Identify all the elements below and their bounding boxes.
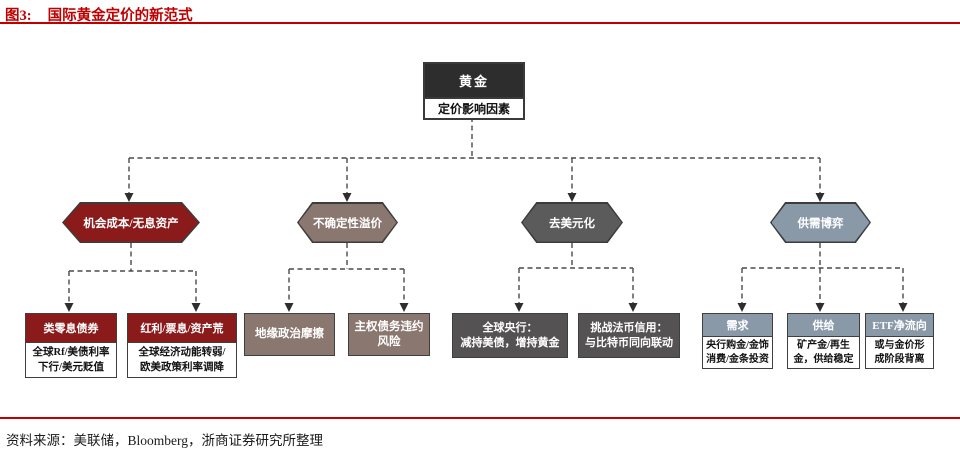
node-gold-root: 黄金 定价影响因素 (423, 62, 525, 120)
branch-dedollarization: 去美元化 (521, 202, 623, 243)
node-header: ETF净流向 (866, 314, 933, 337)
title-divider (0, 22, 960, 24)
branch-label: 去美元化 (522, 203, 622, 242)
node-zero-coupon-bond: 类零息债券 全球Rf/美债利率 下行/美元贬值 (25, 313, 117, 378)
branch-label: 供需博弈 (771, 203, 870, 242)
root-subtitle: 定价影响因素 (425, 97, 523, 118)
node-dividend-coupon-asset-shortage: 红利/票息/资产荒 全球经济动能转弱/ 欧美政策利率调降 (127, 313, 237, 378)
figure-title-text: 国际黄金定价的新范式 (47, 8, 193, 24)
node-body: 矿产金/再生 金，供给稳定 (793, 339, 854, 365)
figure-label: 图3: (5, 8, 32, 24)
branch-uncertainty-premium: 不确定性溢价 (297, 202, 398, 243)
figure-title: 图3: 国际黄金定价的新范式 (5, 4, 193, 25)
node-header: 需求 (703, 314, 772, 337)
node-body: 全球经济动能转弱/ 欧美政策利率调降 (138, 347, 226, 373)
branch-label: 不确定性溢价 (298, 203, 397, 242)
branch-opportunity-cost: 机会成本/无息资产 (62, 202, 200, 243)
node-body: 或与金价形 成阶段背离 (874, 339, 925, 365)
branch-supply-demand-game: 供需博弈 (770, 202, 871, 243)
node-header: 供给 (788, 314, 859, 337)
node-body: 全球Rf/美债利率 下行/美元贬值 (32, 347, 110, 373)
footer-divider (0, 417, 960, 419)
node-etf-net-flow: ETF净流向 或与金价形 成阶段背离 (865, 313, 934, 369)
node-demand: 需求 央行购金/金饰 消费/金条投资 (702, 313, 773, 369)
node-geopolitical-friction: 地缘政治摩擦 (244, 313, 335, 356)
branch-label: 机会成本/无息资产 (63, 203, 199, 242)
figure-source: 资料来源：美联储，Bloomberg，浙商证券研究所整理 (6, 433, 323, 448)
root-title: 黄金 (425, 64, 523, 97)
node-sovereign-default-risk: 主权债务违约 风险 (348, 313, 430, 356)
node-challenge-fiat-credit: 挑战法币信用： 与比特币同向联动 (578, 313, 680, 358)
node-supply: 供给 矿产金/再生 金，供给稳定 (787, 313, 860, 369)
node-body: 央行购金/金饰 消费/金条投资 (706, 339, 769, 365)
node-header: 类零息债券 (26, 314, 116, 343)
node-central-banks-buy-gold: 全球央行： 减持美债，增持黄金 (452, 313, 568, 358)
node-header: 红利/票息/资产荒 (128, 314, 236, 343)
